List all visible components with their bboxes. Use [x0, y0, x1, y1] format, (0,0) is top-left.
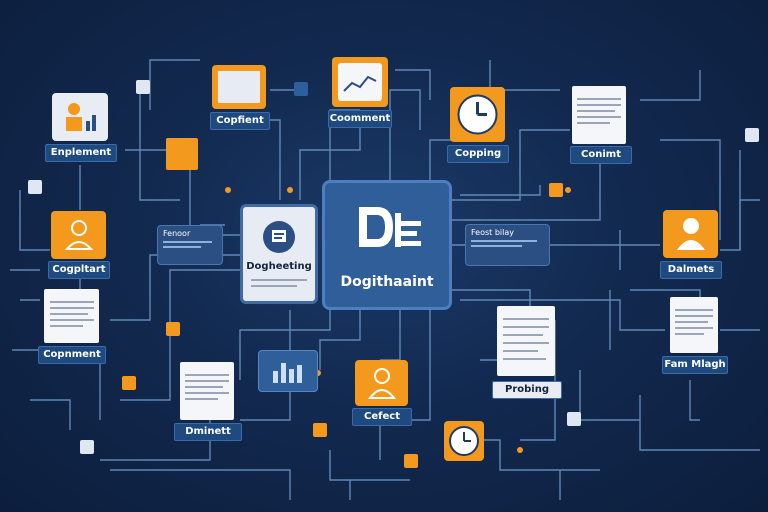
- node-top-doc[interactable]: [212, 65, 266, 109]
- center-title: Dogithaaint: [340, 274, 434, 290]
- settings-icon[interactable]: [549, 183, 563, 197]
- monitor-doc-icon: [218, 71, 260, 103]
- label-right-doc: Fam Mlagh: [662, 356, 728, 374]
- node-bottom-clock[interactable]: [444, 421, 484, 461]
- center-left-label: Dogheeting: [246, 261, 312, 272]
- gear-icon[interactable]: [166, 138, 198, 170]
- clock-icon: [448, 425, 480, 457]
- node-top-clock[interactable]: [450, 87, 505, 142]
- tag-icon[interactable]: [122, 376, 136, 390]
- label-top-left: Enplement: [45, 144, 117, 162]
- folder-icon[interactable]: [404, 454, 418, 468]
- person-icon: [676, 216, 706, 252]
- link-icon[interactable]: [313, 423, 327, 437]
- square-icon[interactable]: [745, 128, 759, 142]
- label-right-person: Dalmets: [660, 261, 722, 279]
- junction-dot: [315, 370, 321, 376]
- label-left-mid: Cogpltart: [48, 261, 110, 279]
- node-top-center[interactable]: [332, 57, 388, 107]
- infobox-right-title: Feost bilay: [471, 228, 514, 237]
- node-mid-doc[interactable]: [497, 306, 555, 376]
- label-top-doc: Copfient: [210, 112, 270, 130]
- label-bottom-doc: Dminett: [174, 423, 242, 441]
- user-icon[interactable]: [567, 412, 581, 426]
- node-bar-chart[interactable]: [258, 350, 318, 392]
- node-bottom-person[interactable]: [355, 360, 408, 406]
- junction-dot: [565, 187, 571, 193]
- node-top-left[interactable]: [52, 93, 108, 141]
- dp-logo-icon: [355, 203, 425, 251]
- infobox-right: Feost bilay: [465, 224, 550, 266]
- label-bottom-person: Cefect: [352, 408, 412, 426]
- bell-icon[interactable]: [28, 180, 42, 194]
- infobox-left: Fenoor: [157, 225, 223, 265]
- chat-icon[interactable]: [136, 80, 150, 94]
- monitor-doc-icon: [263, 221, 295, 253]
- flag-icon[interactable]: [166, 322, 180, 336]
- node-left-doc[interactable]: [44, 289, 99, 343]
- label-mid-doc: Probing: [492, 381, 562, 399]
- label-left-doc: Copnment: [38, 346, 106, 364]
- label-top-clock: Copping: [447, 145, 509, 163]
- center-left-panel[interactable]: Dogheeting: [240, 204, 318, 304]
- center-panel[interactable]: Dogithaaint: [322, 180, 452, 310]
- arrow-icon[interactable]: [294, 82, 308, 96]
- d-icon[interactable]: [80, 440, 94, 454]
- label-top-center: Coomment: [328, 110, 392, 128]
- node-top-right[interactable]: [572, 86, 626, 144]
- person-icon: [64, 219, 94, 251]
- person-chart-icon: [62, 99, 98, 135]
- person-icon: [367, 366, 397, 400]
- lines: [251, 279, 307, 281]
- node-left-mid[interactable]: [51, 211, 106, 259]
- node-bottom-doc[interactable]: [180, 362, 234, 420]
- node-right-doc[interactable]: [670, 297, 718, 353]
- clock-icon: [456, 93, 499, 136]
- infobox-left-title: Fenoor: [163, 229, 191, 238]
- cloud-chart-icon: [338, 63, 382, 101]
- bar-chart-icon: [271, 357, 305, 385]
- node-right-person[interactable]: [663, 210, 718, 258]
- junction-dot: [225, 187, 231, 193]
- junction-dot: [517, 447, 523, 453]
- label-top-right: Conimt: [570, 146, 632, 164]
- lines: [251, 285, 297, 287]
- junction-dot: [287, 187, 293, 193]
